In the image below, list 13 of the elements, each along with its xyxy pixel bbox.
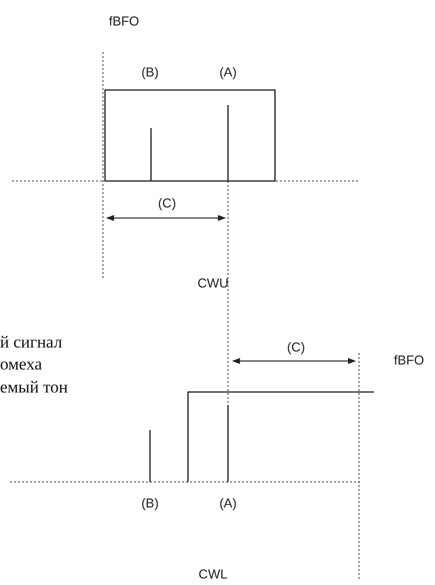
annotation-label: fBFO (394, 354, 424, 366)
legend-text: й сигнал (0, 334, 62, 350)
annotation-label: (A) (219, 66, 237, 78)
annotation-label: CWL (198, 568, 228, 580)
annotation-label: (C) (158, 196, 176, 210)
legend-text: емый тон (0, 378, 68, 396)
annotation-label: (A) (219, 496, 237, 510)
annotation-label: CWU (197, 276, 229, 290)
annotation-label: (B) (141, 66, 159, 78)
legend-text: омеха (0, 356, 42, 372)
annotation-label: fBFO (108, 14, 140, 28)
annotation-label: (C) (286, 340, 306, 354)
annotation-label: (B) (141, 496, 159, 510)
